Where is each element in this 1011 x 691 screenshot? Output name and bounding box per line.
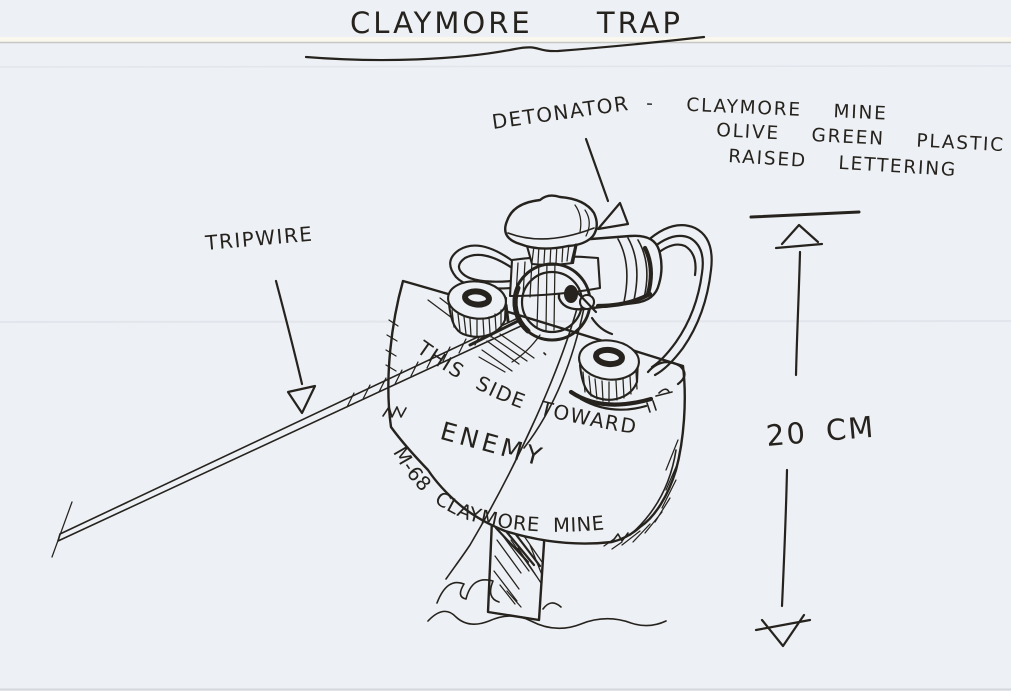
notes-group: - CLAYMORE MINE OLIVE GREEN PLASTIC RAIS… — [646, 93, 1006, 181]
note-line-1: - CLAYMORE MINE — [646, 93, 888, 125]
mine-drawing: THIS SIDE TOWARD ENEMY M-68 CLAYMORE MIN… — [51, 194, 713, 630]
pull-pin-ticks — [572, 287, 614, 336]
tripwire-callout: TRIPWIRE — [203, 222, 317, 415]
left-knob-top — [447, 280, 507, 320]
left-knob — [447, 280, 510, 338]
face-stray-marks — [543, 352, 673, 413]
dimension-top-tick — [749, 210, 861, 219]
right-knob-mount — [579, 361, 686, 411]
detonator-cap-brim — [507, 227, 595, 240]
body-right-inner-edge — [629, 449, 677, 536]
ring-bold-arc — [512, 285, 531, 334]
grass — [427, 579, 667, 630]
tripwire-label: TRIPWIRE — [203, 222, 314, 255]
fuze-well-ridges — [515, 258, 556, 331]
fuze-block-shadow — [595, 245, 653, 309]
detonator-cap — [503, 194, 598, 250]
tripwire-hatching — [346, 322, 499, 408]
right-wire-loop — [643, 224, 713, 377]
right-knob — [568, 339, 686, 411]
dimension-label: 20 CM — [765, 410, 877, 453]
right-knob-ridges — [582, 371, 638, 403]
left-knob-hole — [462, 288, 492, 308]
safety-ring — [512, 262, 614, 342]
detonator-label: DETONATOR — [490, 91, 630, 134]
dimension-down-arrowhead — [754, 613, 812, 648]
body-left-edge-hatch — [385, 319, 399, 372]
tripwire-end-tick — [51, 501, 73, 558]
right-knob-top — [578, 339, 640, 381]
stake-top-shadow — [494, 526, 542, 568]
tripwire-arrow-line — [274, 279, 304, 386]
collar-shadow — [570, 243, 578, 264]
dimension-line-lower — [780, 468, 789, 608]
tripwire-arrow-head — [286, 384, 317, 415]
body-right-hatching — [603, 439, 680, 550]
dimension-up-arrowhead — [774, 223, 824, 250]
tripwire-wire — [51, 317, 522, 558]
right-knob-hole — [593, 346, 625, 368]
dimension-line-upper — [794, 250, 802, 377]
detonator-wire-long — [445, 304, 579, 580]
pull-pin-ball — [564, 285, 578, 303]
page-title: CLAYMORE TRAP — [350, 6, 683, 40]
body-left-zigzag — [382, 406, 407, 418]
detonator-cap-shading — [574, 204, 590, 237]
fuze-block-end-ridges — [617, 237, 648, 303]
left-knob-ridges — [451, 309, 502, 338]
detonator-arrow-head — [596, 201, 630, 231]
dimension-group: 20 CM — [749, 210, 877, 648]
title-group: CLAYMORE TRAP — [304, 6, 706, 62]
detonator-arrow-line — [584, 137, 610, 203]
ruled-band — [0, 37, 1011, 42]
body-corner-zigzag — [611, 532, 629, 543]
right-knob-shadow-heavy — [568, 389, 654, 407]
title-underline — [304, 35, 706, 62]
left-knob-shadow — [504, 303, 510, 323]
fuze-collar-ridges — [531, 243, 570, 265]
faint-rule-1 — [0, 65, 1011, 68]
paper-ruled-lines — [0, 37, 1011, 691]
